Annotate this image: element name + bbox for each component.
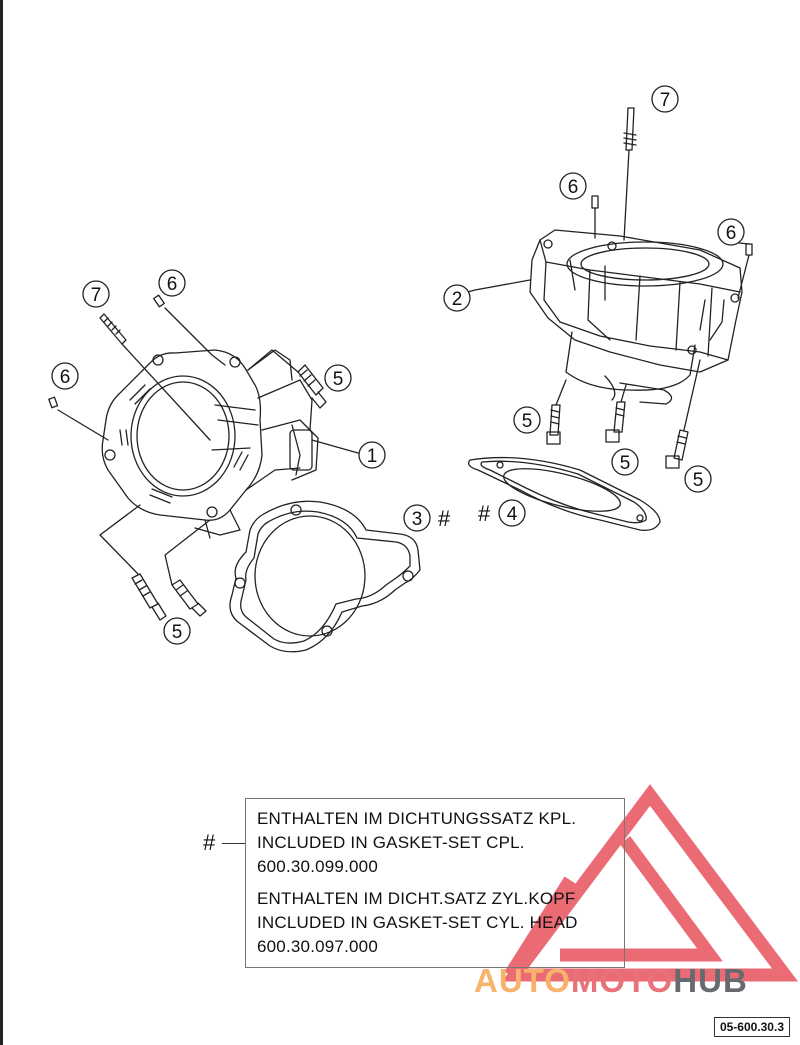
drawing-reference-code: 05-600.30.3: [713, 1017, 790, 1037]
note-hash-mark: #: [203, 830, 216, 855]
stud-bolt-7-left: [99, 313, 211, 441]
watermark-text-auto: AUTO: [474, 962, 571, 999]
callout-circle-5-a: [324, 364, 352, 392]
dowel-pin-6-left-upper: [153, 294, 226, 366]
callout-circle-2: [443, 284, 471, 312]
callout-circle-6-a: [158, 269, 186, 297]
callout-circle-7-b: [651, 85, 679, 113]
cylinder-part-1: [101, 349, 319, 539]
callout-number-5-b: 5: [172, 622, 183, 643]
callout-number-5-c: 5: [522, 411, 533, 432]
cylinder-base-gasket-part-3: [229, 500, 421, 653]
callout-number-6-a: 6: [167, 274, 178, 295]
screw-5-right-a: [546, 379, 567, 445]
hash-mark-part-4: #: [478, 501, 491, 526]
callout-number-6-b: 6: [60, 367, 71, 388]
callout-number-7-b: 7: [660, 90, 671, 111]
callout-number-5-a: 5: [333, 369, 344, 390]
callout-circle-4: [498, 499, 526, 527]
callout-number-4: 4: [507, 504, 518, 525]
stud-bolt-7-right: [623, 107, 637, 241]
note-leader-line: [222, 843, 245, 844]
screw-5-right-b: [605, 384, 627, 443]
note-line-english-head: INCLUDED IN GASKET-SET CYL. HEAD: [257, 913, 578, 932]
callout-circle-1: [358, 441, 386, 469]
callout-number-5-d: 5: [620, 453, 631, 474]
callout-number-6-d: 6: [726, 223, 737, 244]
note-line-english-complete: INCLUDED IN GASKET-SET CPL.: [257, 833, 525, 852]
left-border-rule: [0, 0, 3, 1045]
callout-circle-6-c: [559, 172, 587, 200]
screw-5-left-upper: [247, 349, 327, 409]
leader-line-1: [311, 439, 359, 454]
note-part-number-head: 600.30.097.000: [257, 937, 378, 956]
callout-number-5-e: 5: [693, 470, 704, 491]
callout-circle-5-d: [611, 448, 639, 476]
automotohub-watermark-text: AUTOMOTOHUB: [474, 962, 748, 1000]
callout-circle-6-b: [51, 362, 79, 390]
watermark-text-hub: HUB: [673, 962, 748, 999]
callout-circle-5-b: [163, 617, 191, 645]
callout-number-3: 3: [412, 509, 423, 530]
watermark-text-moto: MOTO: [570, 962, 674, 999]
cylinder-part-2: [529, 229, 743, 405]
note-line-german-complete: ENTHALTEN IM DICHTUNGSSATZ KPL.: [257, 809, 577, 828]
gasket-set-note-box: ENTHALTEN IM DICHTUNGSSATZ KPL. INCLUDED…: [245, 798, 625, 968]
callout-circle-6-d: [717, 218, 745, 246]
callout-circle-3: [403, 504, 431, 532]
callout-number-7-a: 7: [91, 285, 102, 306]
callout-number-1: 1: [367, 446, 378, 467]
automotohub-watermark-logo: [502, 784, 798, 982]
dowel-pin-6-right-upper: [591, 195, 599, 239]
note-line-german-head: ENTHALTEN IM DICHT.SATZ ZYL.KOPF: [257, 889, 576, 908]
hash-mark-part-3: #: [438, 506, 451, 531]
screw-5-left-bottom-b: [164, 519, 211, 617]
callout-number-6-c: 6: [568, 177, 579, 198]
callout-number-2: 2: [452, 289, 463, 310]
note-part-number-complete: 600.30.099.000: [257, 857, 378, 876]
dowel-pin-6-left-lower: [48, 396, 109, 441]
callout-circle-5-e: [684, 465, 712, 493]
callout-circle-7-a: [82, 280, 110, 308]
head-gasket-part-4: [467, 456, 661, 531]
screw-5-right-c: [665, 359, 701, 469]
callout-circle-5-c: [513, 406, 541, 434]
note-spacer: [257, 879, 624, 887]
screw-5-left-bottom-a: [99, 504, 167, 621]
